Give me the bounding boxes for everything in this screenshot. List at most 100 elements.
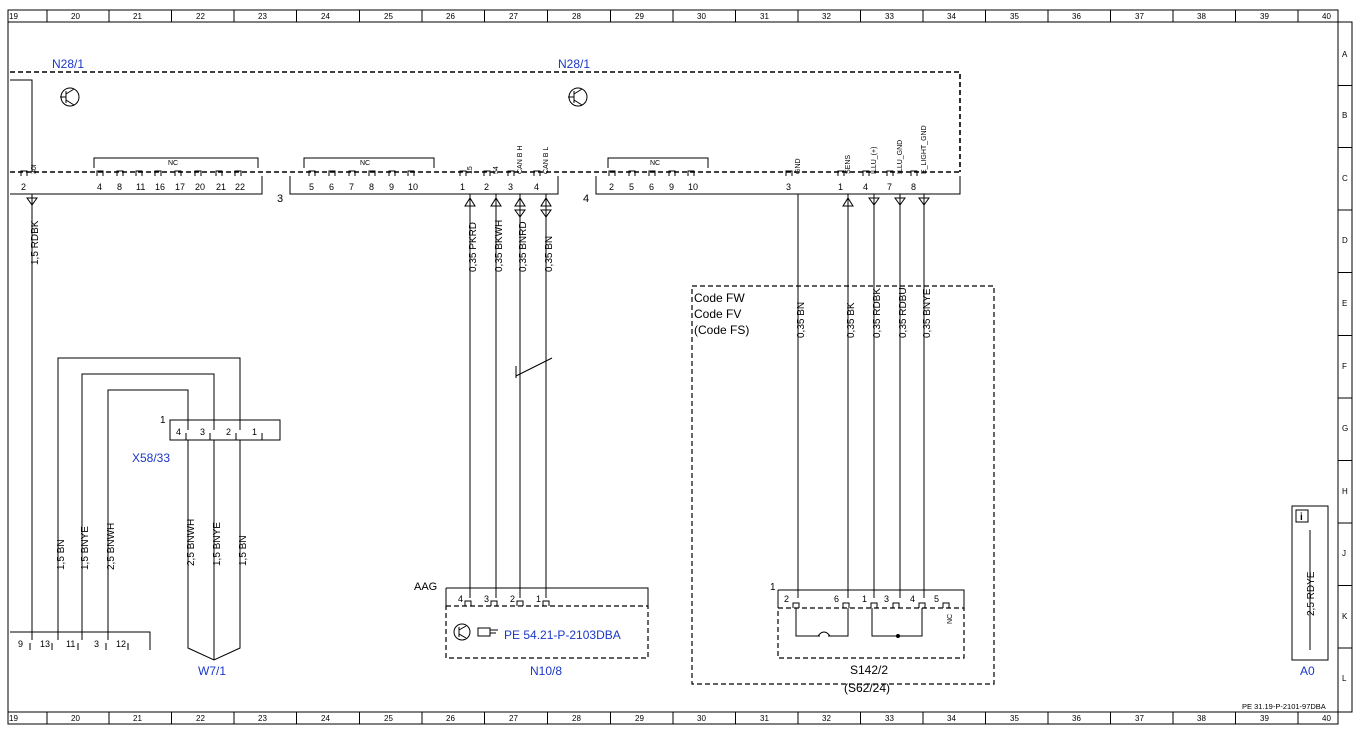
pin-mark	[516, 600, 524, 606]
row-label: E	[1342, 299, 1347, 308]
n10-label: N10/8	[530, 664, 562, 678]
pin-mark	[96, 170, 104, 176]
column-label-bottom: 21	[133, 714, 142, 723]
pin-mark	[154, 170, 162, 176]
pin-mark	[870, 602, 878, 608]
pin-number: 1	[838, 182, 843, 192]
pin-number: 9	[669, 182, 674, 192]
pin-mark	[648, 170, 656, 176]
pin-mark	[507, 170, 515, 176]
nc-bracket: NC	[607, 157, 709, 168]
nc-bracket: NC	[93, 157, 259, 168]
column-label-bottom: 19	[9, 714, 18, 723]
column-label-top: 19	[9, 12, 18, 21]
right-ruler	[1337, 21, 1353, 713]
column-label-bottom: 35	[1010, 714, 1019, 723]
column-label-top: 26	[446, 12, 455, 21]
column-label-bottom: 40	[1322, 714, 1331, 723]
pin-mark	[215, 170, 223, 176]
pe-reference-link[interactable]: PE 54.21-P-2103DBA	[504, 628, 621, 642]
pin-number: 3	[484, 594, 489, 604]
column-label-bottom: 39	[1260, 714, 1269, 723]
pin-number: 2	[226, 427, 231, 437]
row-label: B	[1342, 111, 1347, 120]
pin-mark	[483, 170, 491, 176]
column-label-top: 27	[509, 12, 518, 21]
svg-text:1,5 BNYE: 1,5 BNYE	[212, 522, 223, 566]
pin-number: 4	[176, 427, 181, 437]
pin-number: 7	[887, 182, 892, 192]
svg-text:NC: NC	[947, 614, 954, 624]
wire-label: 0,35 BN	[796, 302, 807, 338]
pin-mark	[608, 170, 616, 176]
pin-mark	[459, 170, 467, 176]
pin-signal-label: 15	[467, 166, 474, 174]
pin-number: 2	[609, 182, 614, 192]
pin-number: 4	[534, 182, 539, 192]
x58-label: X58/33	[132, 451, 170, 465]
frame-border	[7, 9, 1339, 713]
pin-mark	[687, 170, 695, 176]
column-label-top: 39	[1260, 12, 1269, 21]
column-label-top: 38	[1197, 12, 1206, 21]
electronic-symbol-icon	[568, 87, 588, 107]
hand-pointer-icon	[477, 627, 498, 637]
row-label: J	[1342, 549, 1346, 558]
svg-text:2,5 BNWH: 2,5 BNWH	[186, 519, 197, 566]
column-label-bottom: 38	[1197, 714, 1206, 723]
row-label: K	[1342, 612, 1348, 621]
pin-signal-label: 30I	[31, 164, 38, 174]
connector-left-body	[10, 176, 263, 195]
w7-label: W7/1	[198, 664, 226, 678]
pin-number: 1	[536, 594, 541, 604]
pin-number: 13	[40, 639, 50, 649]
pin-number: 16	[155, 182, 165, 192]
wire-label: 0,35 BN	[544, 236, 555, 272]
pin-number: 3	[884, 594, 889, 604]
pin-number: 6	[329, 182, 334, 192]
signal-arrow-icon	[868, 197, 880, 206]
code-fw: Code FW	[694, 291, 745, 305]
pin-number: 4	[863, 182, 868, 192]
pin-mark	[837, 170, 845, 176]
pin-mark	[792, 602, 800, 608]
signal-arrow-icon	[514, 197, 526, 207]
n28-label-right: N28/1	[558, 57, 590, 71]
pin-number: 8	[117, 182, 122, 192]
column-label-bottom: 29	[635, 714, 644, 723]
pin-mark	[464, 600, 472, 606]
pin-signal-label: SENS	[845, 155, 852, 174]
wire-break-mark	[515, 357, 553, 377]
pin-number: 3	[786, 182, 791, 192]
n28-label-left: N28/1	[52, 57, 84, 71]
electronic-symbol-icon	[453, 623, 471, 641]
wire-label: 0,35 RDBU	[898, 287, 909, 338]
column-label-bottom: 28	[572, 714, 581, 723]
n28-module-outline	[10, 71, 961, 172]
pin-number: 17	[175, 182, 185, 192]
column-label-bottom: 26	[446, 714, 455, 723]
connector-3-body	[289, 176, 559, 195]
pin-mark	[174, 170, 182, 176]
pin-signal-label: ILLU_GND	[897, 140, 904, 174]
svg-text:1,5 BN: 1,5 BN	[238, 535, 249, 566]
pin-mark	[407, 170, 415, 176]
wire-label: 0,35 PKRD	[468, 222, 479, 272]
pin-number: 6	[649, 182, 654, 192]
svg-text:NC: NC	[360, 160, 370, 167]
pin-mark	[785, 170, 793, 176]
row-label: D	[1342, 236, 1348, 245]
svg-text:1: 1	[160, 415, 166, 426]
info-icon: i	[1295, 509, 1309, 523]
pin-number: 1	[862, 594, 867, 604]
column-label-bottom: 37	[1135, 714, 1144, 723]
pin-number: 21	[216, 182, 226, 192]
connector-4-label: 4	[583, 193, 589, 205]
svg-text:1,5 BN: 1,5 BN	[56, 539, 67, 570]
pin-signal-label: E_LIGHT_GND	[921, 125, 928, 174]
